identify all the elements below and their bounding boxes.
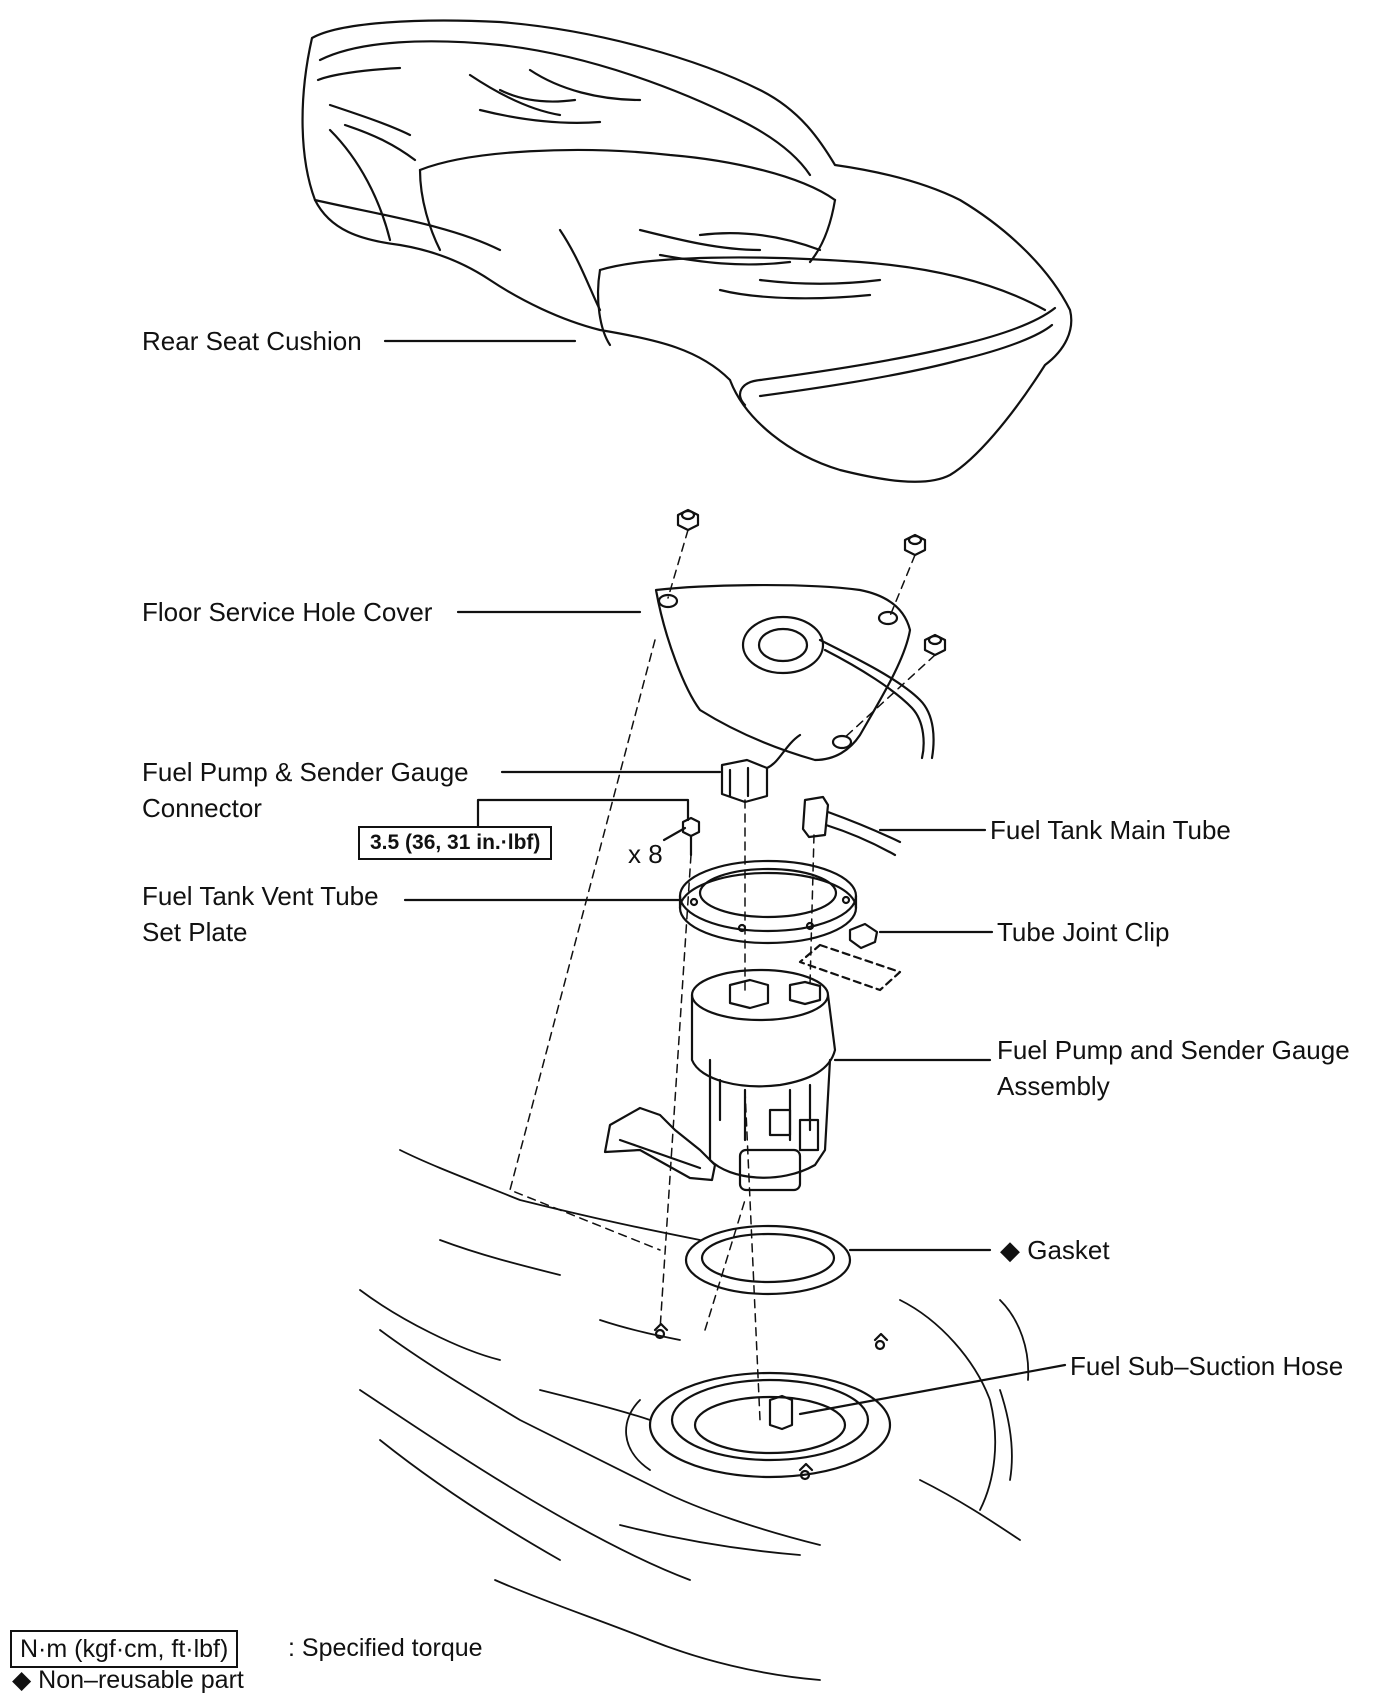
- rear-seat-cushion-drawing: [301, 19, 1073, 483]
- label-connector-line1: Fuel Pump & Sender Gauge: [142, 757, 469, 787]
- label-gasket: ◆ Gasket: [1000, 1235, 1110, 1265]
- label-bolt-count: x 8: [628, 839, 663, 869]
- vehicle-floor-drawing: [359, 1149, 1030, 1681]
- legend-non-reusable-part: ◆ Non–reusable part: [12, 1666, 244, 1694]
- label-floor-service-hole-cover: Floor Service Hole Cover: [142, 597, 433, 627]
- cover-bolts: [676, 508, 947, 657]
- leader-sub-suction-hose: [798, 1363, 1067, 1416]
- label-vent-plate-line2: Set Plate: [142, 917, 248, 947]
- alignment-lines: [509, 529, 936, 1421]
- gasket-drawing: [684, 1224, 852, 1296]
- label-vent-plate-line1: Fuel Tank Vent Tube: [142, 881, 379, 911]
- label-assembly-line1: Fuel Pump and Sender Gauge: [997, 1035, 1350, 1065]
- label-connector-line2: Connector: [142, 793, 262, 823]
- connector-drawing: [720, 733, 802, 804]
- legend-torque-description: : Specified torque: [288, 1634, 483, 1662]
- floor-service-hole-cover-drawing: [654, 583, 935, 762]
- set-plate-bolt: [662, 816, 701, 857]
- torque-spec-box: 3.5 (36, 31 in.·lbf): [358, 826, 553, 860]
- label-rear-seat-cushion: Rear Seat Cushion: [142, 326, 362, 356]
- fuel-tank-opening-drawing: [648, 1322, 892, 1481]
- label-tube-joint-clip: Tube Joint Clip: [997, 917, 1170, 947]
- tube-joint-clip-drawing: [798, 922, 902, 992]
- legend-torque-units-box: N·m (kgf·cm, ft·lbf): [10, 1630, 239, 1668]
- fuel-main-tube-drawing: [801, 795, 902, 857]
- label-fuel-tank-main-tube: Fuel Tank Main Tube: [990, 815, 1231, 845]
- torque-bracket: [476, 798, 690, 828]
- label-fuel-sub-suction-hose: Fuel Sub–Suction Hose: [1070, 1351, 1344, 1381]
- fuel-pump-assembly-drawing: [603, 968, 837, 1192]
- set-plate-drawing: [678, 859, 858, 945]
- label-assembly-line2: Assembly: [997, 1071, 1110, 1101]
